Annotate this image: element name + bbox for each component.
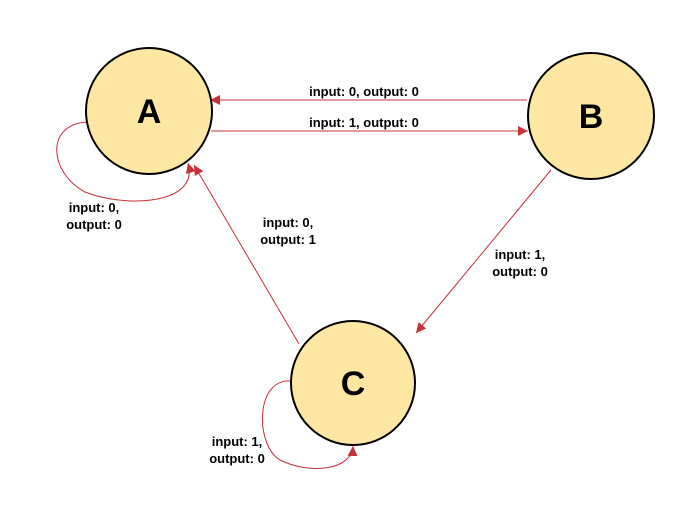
state-node-b: B [527, 52, 655, 180]
state-node-c: C [290, 320, 416, 446]
state-c-circle [290, 320, 416, 446]
edge-c-to-a [193, 164, 300, 345]
edge-c-self-label-line2: output: 0 [209, 451, 265, 466]
edge-c-self-label-line1: input: 1, [212, 434, 263, 449]
edge-c-to-a-label-line2: output: 1 [260, 232, 316, 247]
edge-b-to-a-label: input: 0, output: 0 [309, 84, 419, 99]
state-a-label: A [137, 93, 162, 131]
edge-c-self-loop [262, 380, 358, 469]
edge-b-to-c-label-line1: input: 1, [495, 247, 546, 262]
edge-b-to-c [415, 169, 552, 334]
edge-a-to-b-label: input: 1, output: 0 [309, 115, 419, 130]
edge-c-to-a-label-line1: input: 0, [263, 215, 314, 230]
state-node-a: A [85, 47, 213, 175]
state-a-circle [85, 47, 213, 175]
edge-a-self-label-line1: input: 0, [69, 200, 120, 215]
state-b-label: B [579, 98, 604, 136]
state-b-circle [527, 52, 655, 180]
edge-a-self-label-line2: output: 0 [66, 217, 122, 232]
state-c-label: C [341, 365, 366, 403]
edge-b-to-c-label-line2: output: 0 [492, 264, 548, 279]
edge-a-self-loop [56, 121, 196, 202]
